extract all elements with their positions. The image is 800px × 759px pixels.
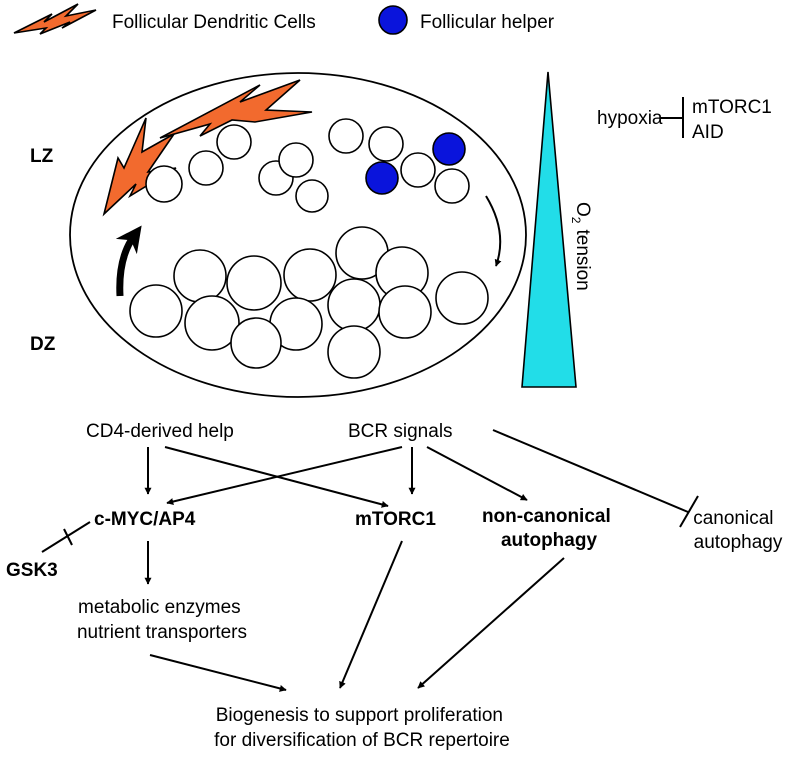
oxygen-subscript: 2 [569,217,583,224]
canonical-line-1: canonical [693,508,773,529]
b-cell [184,295,240,351]
arrow-noncanonical-to-outcome [417,557,565,689]
arrow-bcr-to-noncanonical [426,446,528,501]
lz-to-dz-arrow [485,195,502,267]
noncanonical-line-2: autophagy [501,530,597,551]
b-cell [145,165,183,203]
cmyc-ap4-label: c-MYC/AP4 [94,509,196,530]
b-cell [328,118,364,154]
b-cell [327,278,381,332]
arrow-bcr-to-cmyc [166,446,403,505]
b-cell [129,284,183,338]
light-zone-label: LZ [30,146,54,167]
legend-fdc-label: Follicular Dendritic Cells [112,12,316,33]
canonical-autophagy-label: canonical autophagy [693,508,783,553]
bcr-signals-label: BCR signals [348,421,453,442]
noncanonical-line-1: non-canonical [482,506,611,527]
cd4-help-label: CD4-derived help [86,421,234,442]
outcome-line-1: Biogenesis to support proliferation [216,705,503,726]
mtorc1-label: mTORC1 [355,509,436,530]
outcome-line-2: for diversification of BCR repertoire [214,730,510,751]
b-cell [188,150,224,186]
signaling-pathway: CD4-derived help BCR signals c-MYC/AP4 m… [6,421,783,751]
tension-word: tension [572,229,593,290]
arrow-metabolic-to-outcome [149,654,287,692]
b-cell [434,168,470,204]
dark-zone-label: DZ [30,334,56,355]
tfh-cell [432,132,466,166]
oxygen-tension-label: O2 tension [569,202,593,291]
b-cell [230,317,282,369]
hypoxia-target-mtorc1: mTORC1 [692,97,772,118]
b-cell [400,152,436,188]
hypoxia-label: hypoxia [597,108,663,129]
oxygen-gradient-triangle [521,71,577,388]
tfh-legend-icon [378,5,408,35]
fdc-cell [102,117,177,217]
noncanonical-autophagy-label: non-canonical autophagy [482,506,616,551]
hypoxia-inhibition: hypoxia mTORC1 AID [597,97,772,143]
outcome-label: Biogenesis to support proliferation for … [214,705,510,751]
oxygen-symbol: O [572,202,593,217]
inhibit-gsk3-to-cmyc-line [41,521,91,553]
b-cell [368,126,404,162]
fdc-legend-icon [13,3,97,35]
b-cell [435,271,489,325]
metabolic-label: metabolic enzymes nutrient transporters [77,597,247,643]
b-cell [295,179,329,213]
b-cell [327,325,381,379]
legend: Follicular Dendritic Cells Follicular he… [13,3,555,35]
b-cell [226,255,282,311]
germinal-center-outline [69,72,527,398]
inhibit-bcr-to-canonical-line [492,429,689,513]
legend-tfh-label: Follicular helper [420,12,555,33]
canonical-line-2: autophagy [694,532,783,553]
inhibit-bcr-to-canonical-bar [679,495,699,528]
dark-zone-b-cells [129,226,489,379]
metabolic-line-1: metabolic enzymes [78,597,241,618]
tfh-cell [365,161,399,195]
b-cell [173,249,227,303]
b-cell [216,124,252,160]
b-cell [283,248,337,302]
gsk3-label: GSK3 [6,560,58,581]
light-zone-b-cells [145,118,470,213]
arrow-mtorc1-to-outcome [339,540,403,689]
dz-to-lz-arrow [115,225,142,297]
b-cell [378,285,432,339]
metabolic-line-2: nutrient transporters [77,622,247,643]
inhibit-gsk3-to-cmyc-bar [63,528,73,546]
fdc-cell [159,79,313,139]
b-cell [278,142,314,178]
hypoxia-target-aid: AID [692,122,724,143]
